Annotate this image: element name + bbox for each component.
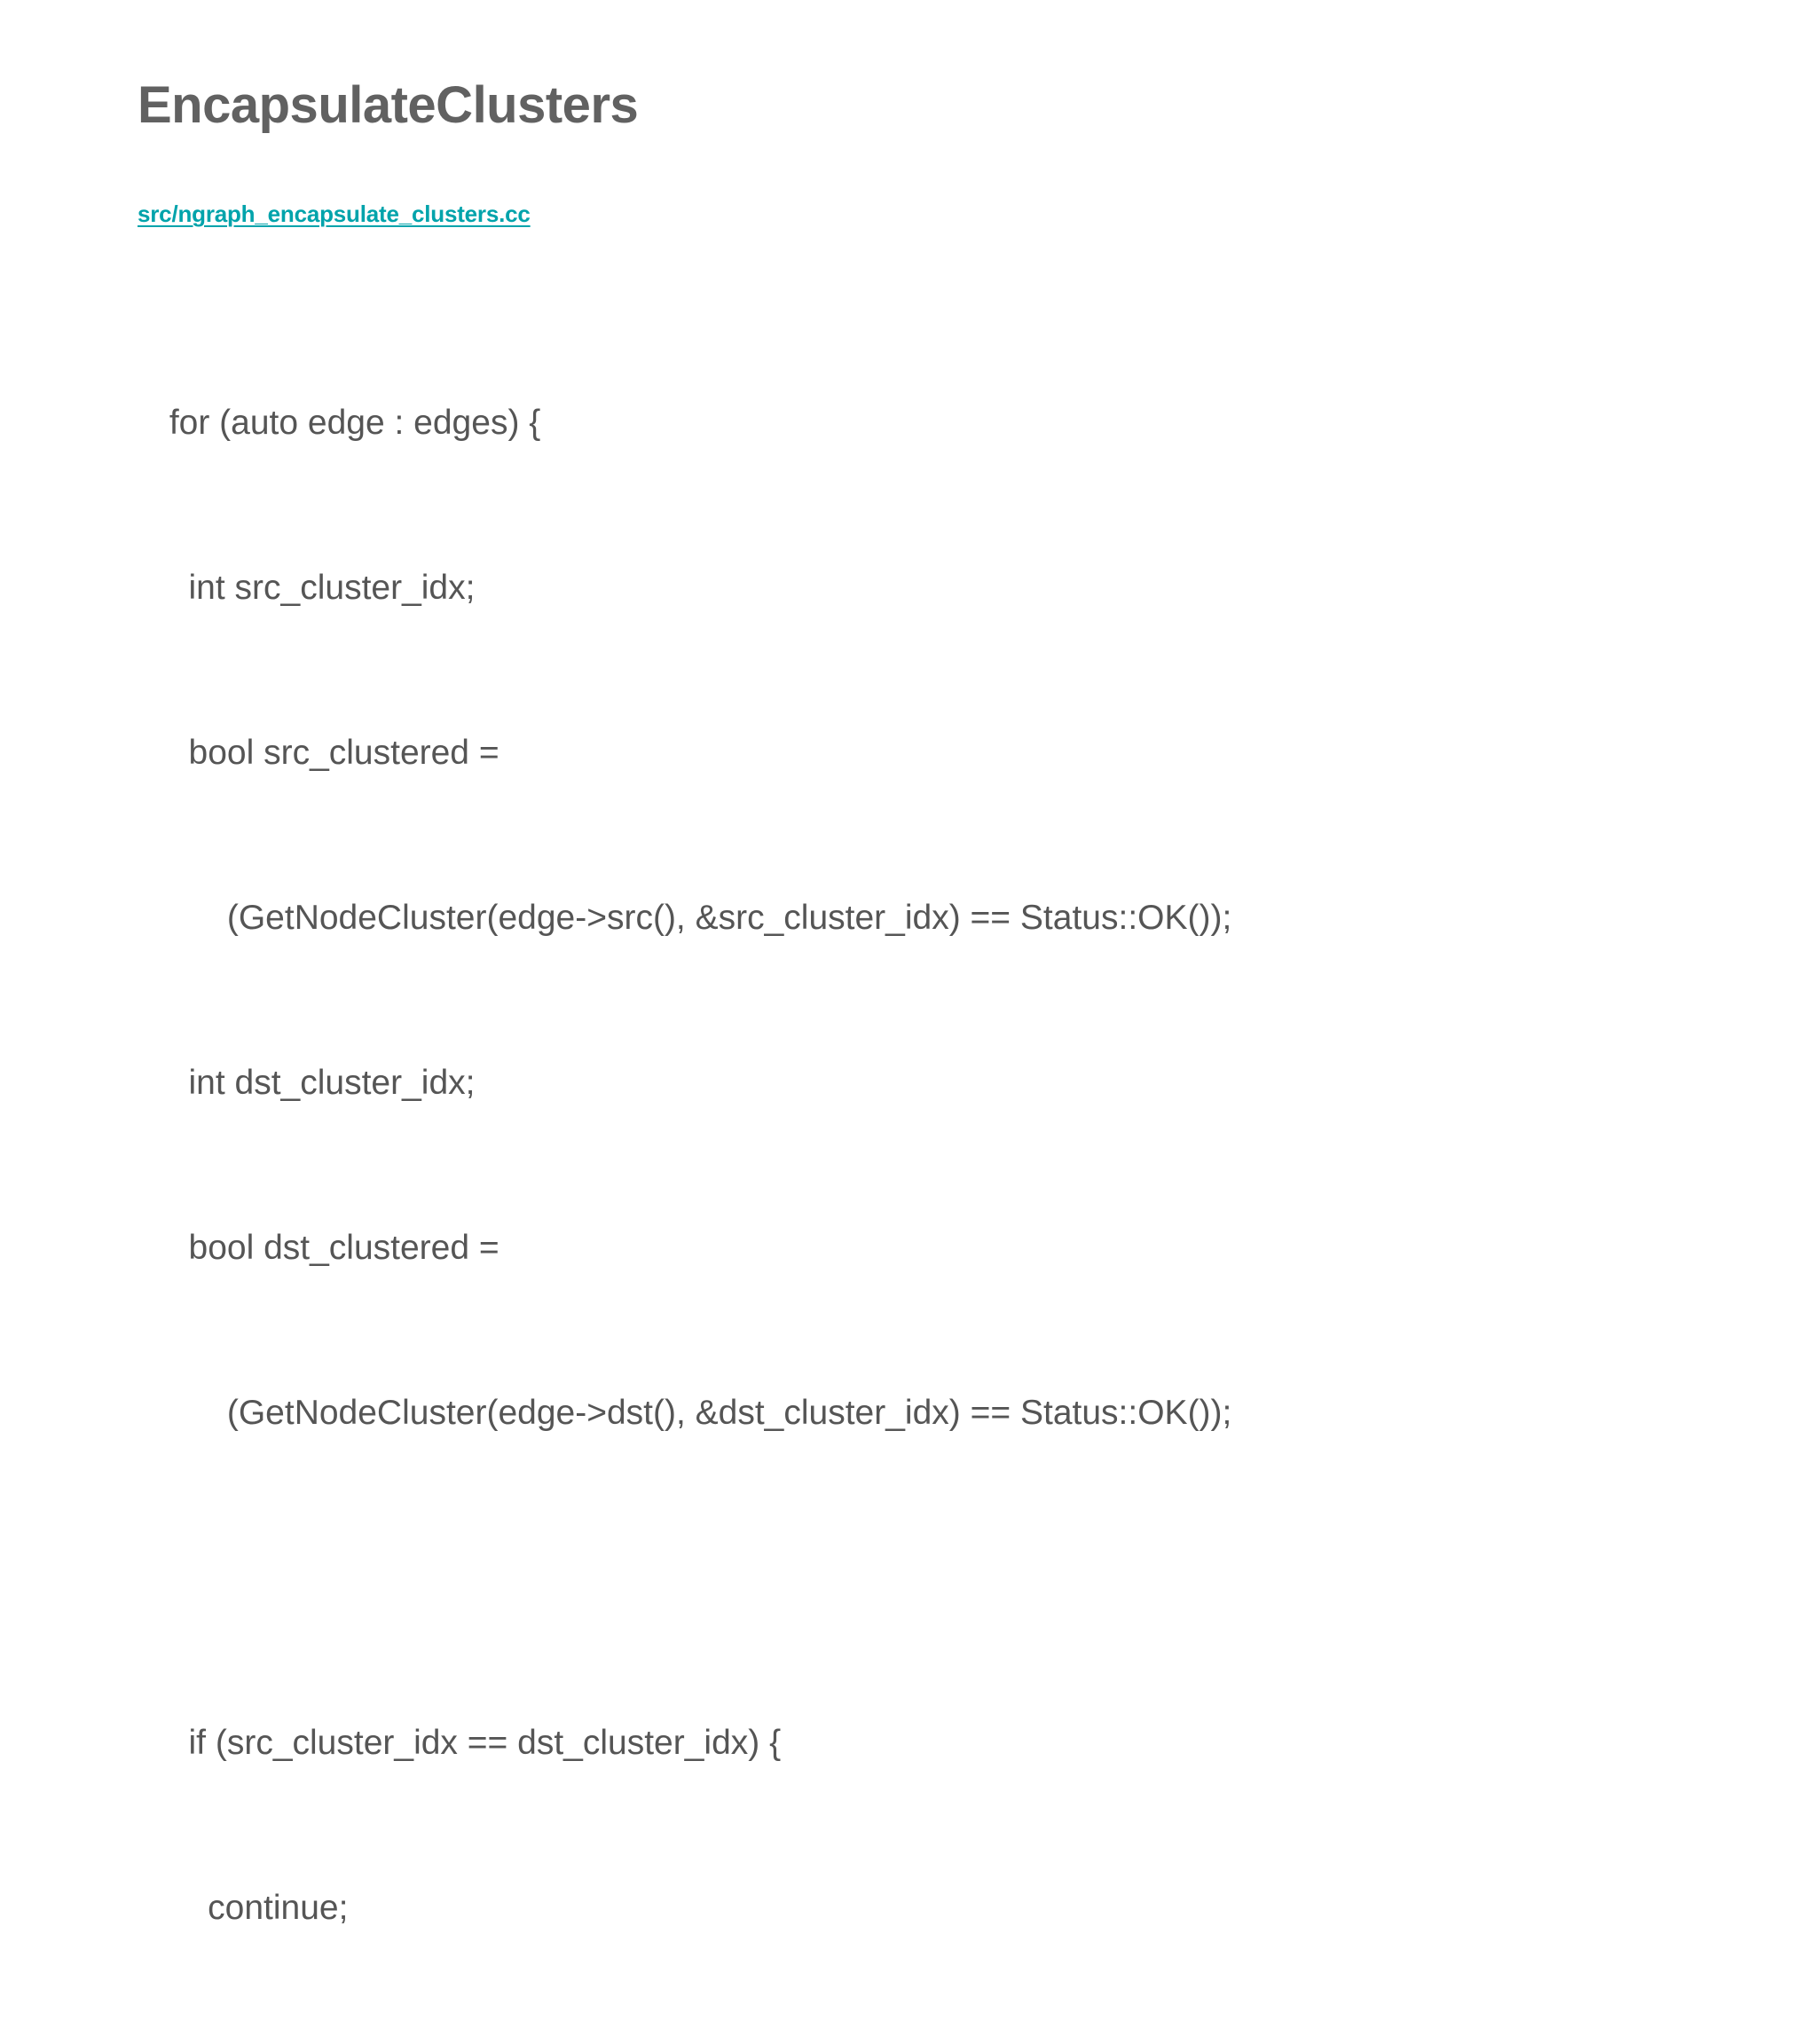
source-link-container: src/ngraph_encapsulate_clusters.cc [138,202,531,225]
code-line: (GetNodeCluster(edge->dst(), &dst_cluste… [160,1394,1232,1432]
code-line-blank [160,1551,1231,1606]
slide-canvas: EncapsulateClusters src/ngraph_encapsula… [138,76,1232,1927]
code-block: for (auto edge : edges) { int src_cluste… [160,286,1232,2044]
code-line: for (auto edge : edges) { [160,404,541,442]
code-line: int dst_cluster_idx; [160,1064,476,1102]
code-line: bool dst_clustered = [160,1229,499,1267]
page-title: EncapsulateClusters [138,76,639,134]
code-line: bool src_clustered = [160,734,499,772]
code-line: (GetNodeCluster(edge->src(), &src_cluste… [160,899,1232,937]
source-file-link[interactable]: src/ngraph_encapsulate_clusters.cc [138,200,531,227]
code-line: int src_cluster_idx; [160,569,476,607]
code-line: continue; [160,1889,349,1927]
code-line: if (src_cluster_idx == dst_cluster_idx) … [160,1724,782,1762]
